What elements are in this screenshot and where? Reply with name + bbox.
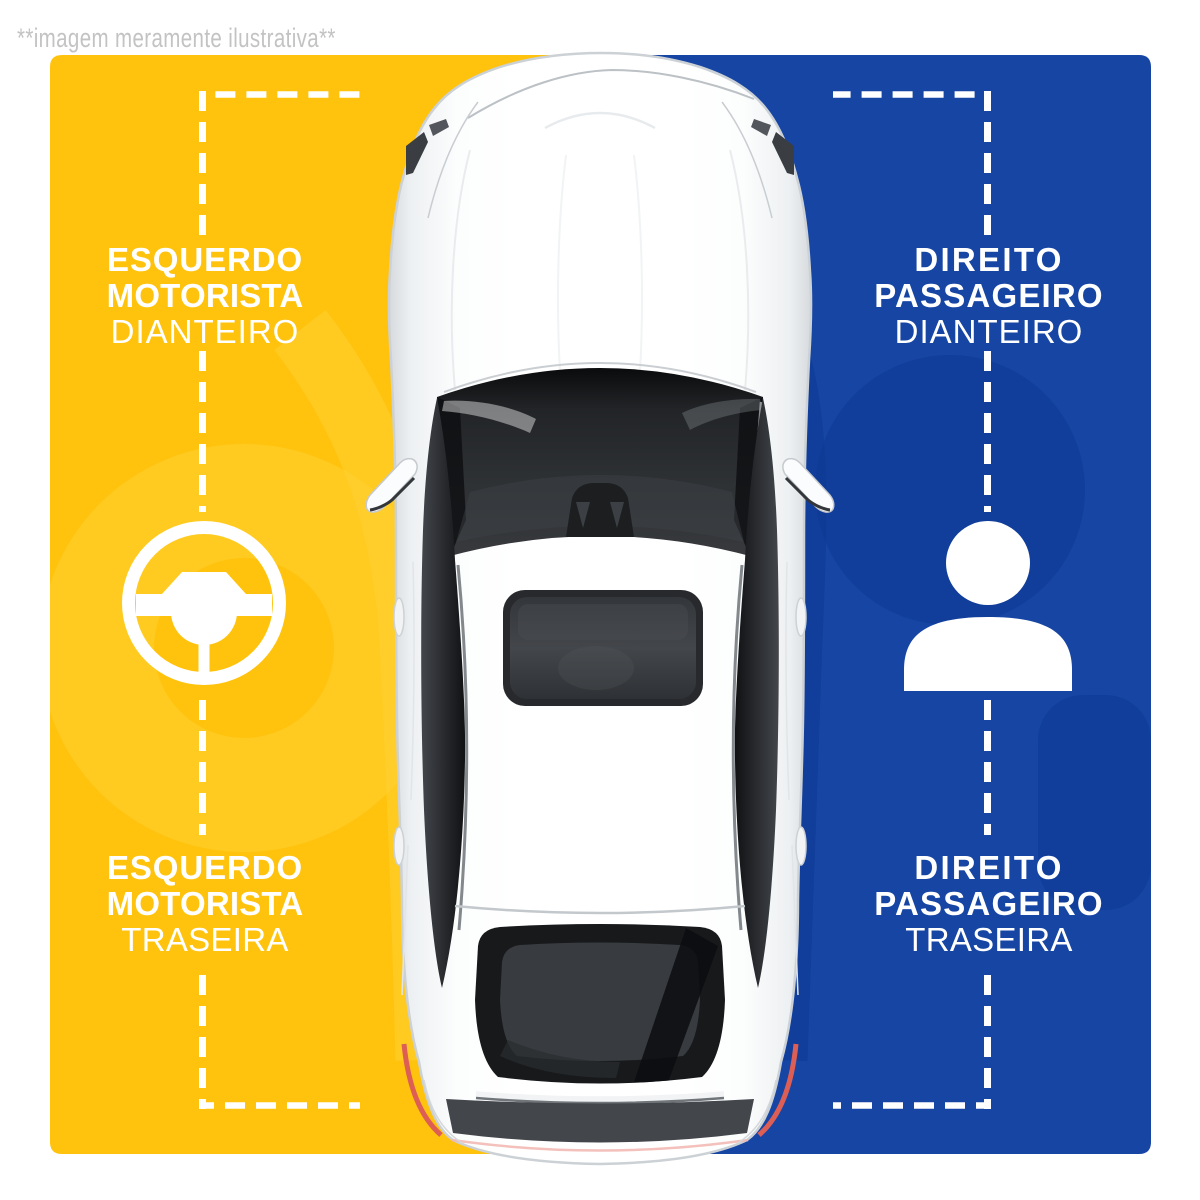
svg-text:TRASEIRA: TRASEIRA xyxy=(905,921,1072,958)
svg-text:DIANTEIRO: DIANTEIRO xyxy=(111,313,300,350)
svg-text:ESQUERDO: ESQUERDO xyxy=(107,241,303,278)
svg-text:MOTORISTA: MOTORISTA xyxy=(107,277,304,314)
svg-text:ESQUERDO: ESQUERDO xyxy=(107,849,303,886)
svg-text:DIREITO: DIREITO xyxy=(914,849,1063,886)
svg-text:TRASEIRA: TRASEIRA xyxy=(121,921,288,958)
svg-text:**imagem meramente ilustrativa: **imagem meramente ilustrativa** xyxy=(17,23,336,53)
svg-text:PASSAGEIRO: PASSAGEIRO xyxy=(874,885,1104,922)
svg-text:PASSAGEIRO: PASSAGEIRO xyxy=(874,277,1104,314)
svg-text:DIANTEIRO: DIANTEIRO xyxy=(895,313,1084,350)
svg-text:DIREITO: DIREITO xyxy=(914,241,1063,278)
svg-text:MOTORISTA: MOTORISTA xyxy=(107,885,304,922)
